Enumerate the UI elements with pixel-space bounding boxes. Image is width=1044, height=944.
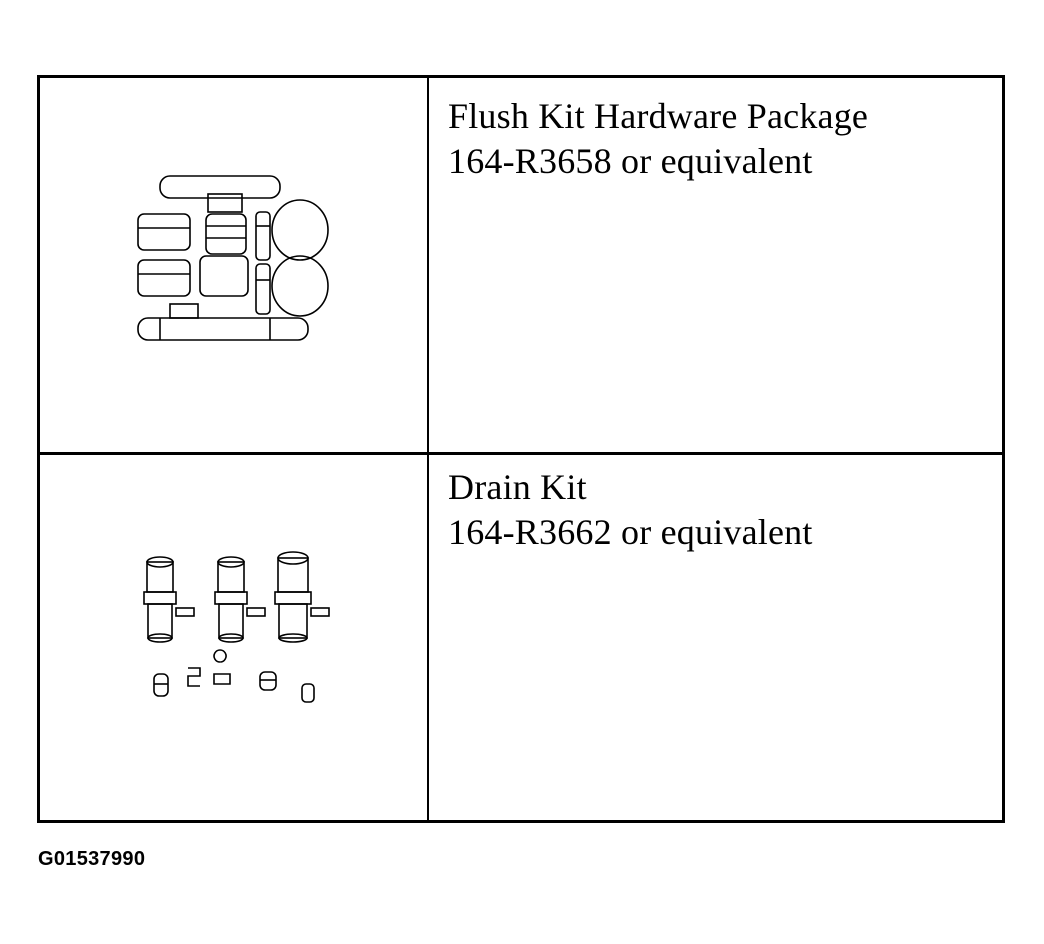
drain-kit-part-number: 164-R3662 or equivalent <box>448 512 813 552</box>
drain-kit-parts-illustration <box>143 551 330 703</box>
flush-kit-title: Flush Kit Hardware Package <box>448 96 869 136</box>
column-divider <box>427 78 429 820</box>
drain-kit-title: Drain Kit <box>448 467 587 507</box>
row-divider <box>40 452 1002 455</box>
flush-kit-description: Flush Kit Hardware Package 164-R3658 or … <box>448 94 868 184</box>
flush-kit-part-number: 164-R3658 or equivalent <box>448 141 813 181</box>
flush-kit-parts-illustration <box>137 175 329 341</box>
figure-id: G01537990 <box>38 848 146 870</box>
parts-table: Flush Kit Hardware Package 164-R3658 or … <box>37 75 1005 823</box>
drain-kit-description: Drain Kit 164-R3662 or equivalent <box>448 465 813 555</box>
